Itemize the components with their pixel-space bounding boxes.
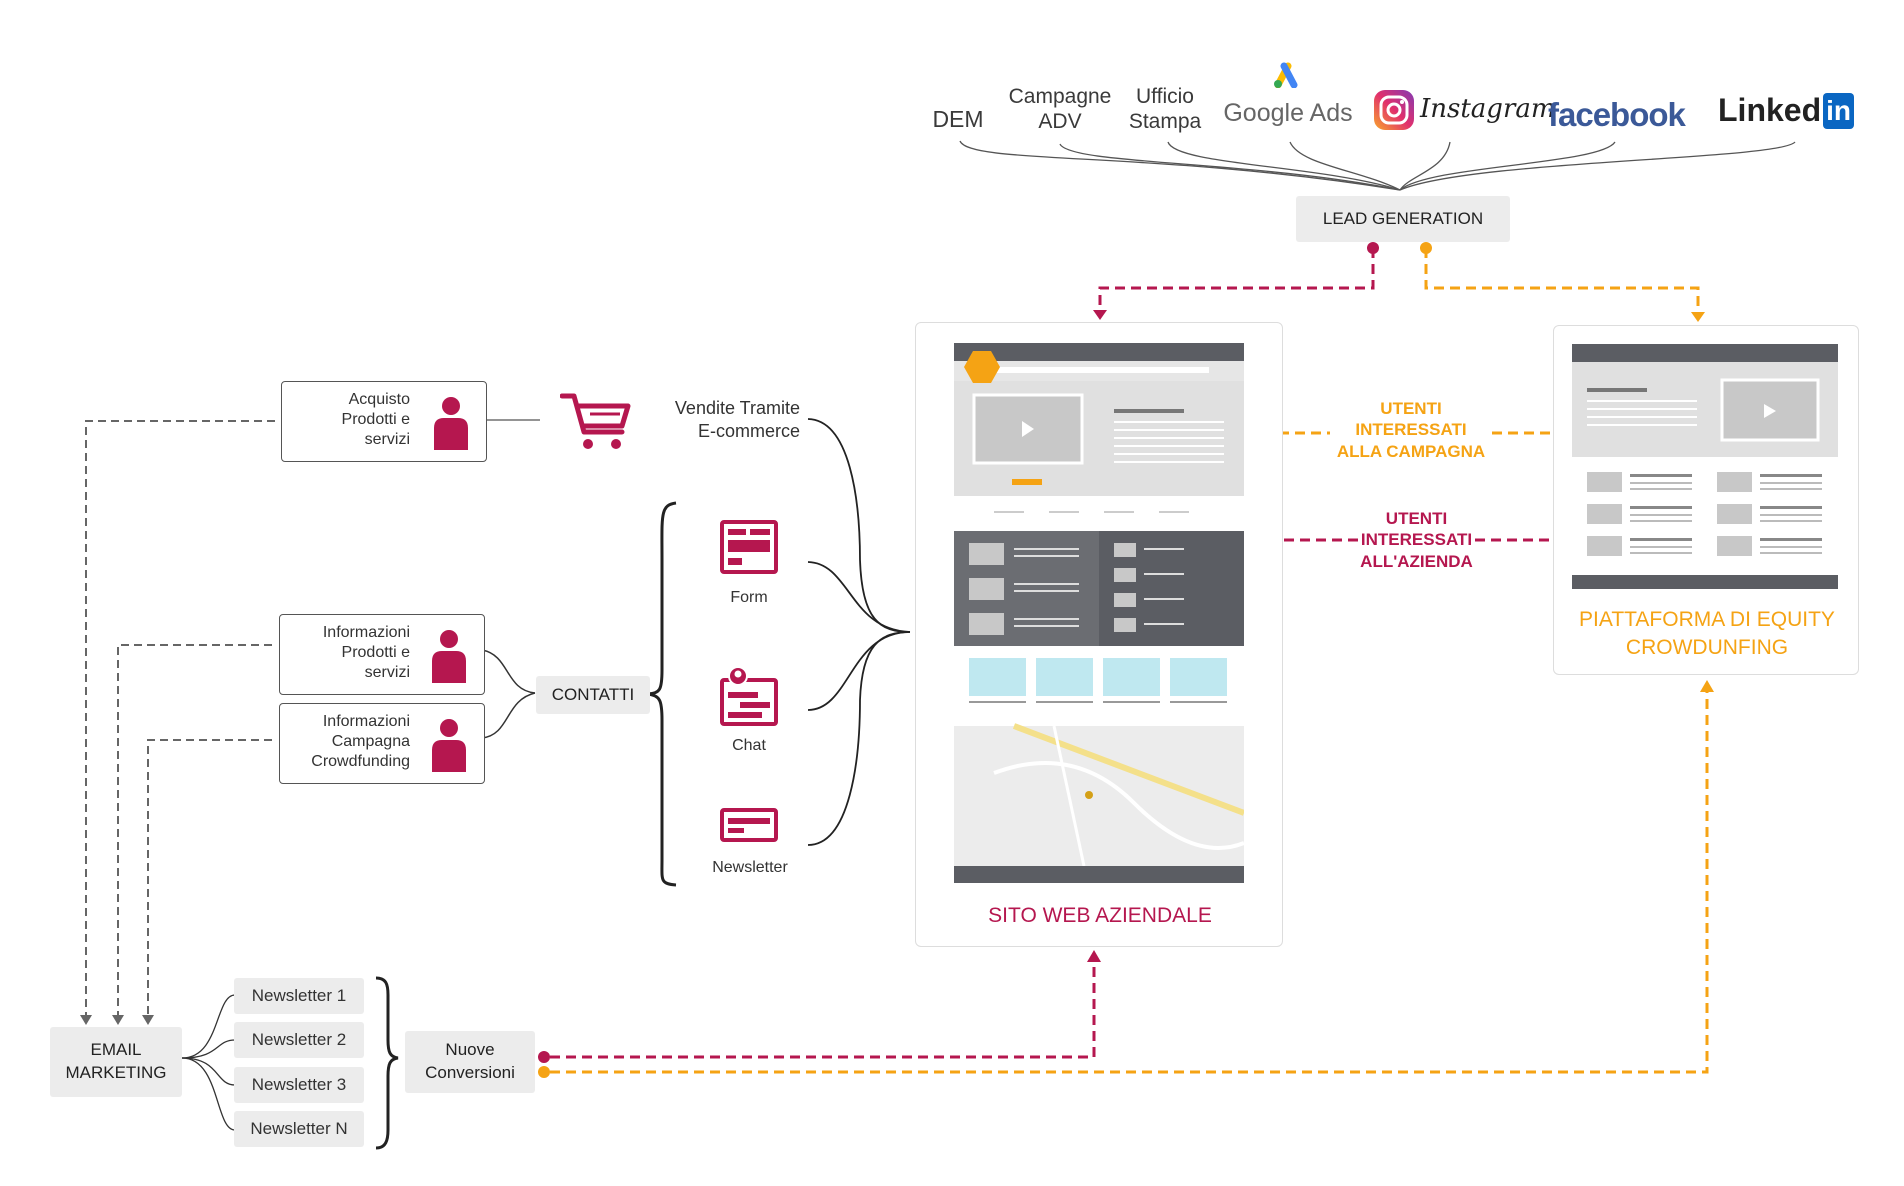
- nuove-conversioni-box: Nuove Conversioni: [405, 1031, 535, 1093]
- sito-web-panel: SITO WEB AZIENDALE: [915, 322, 1283, 947]
- campagne-line-1: Campagne: [1008, 85, 1112, 108]
- linkedin-in-icon: in: [1823, 92, 1855, 129]
- info-campagna-box: Informazioni Campagna Crowdfunding: [279, 703, 485, 784]
- person-icon: [434, 397, 468, 450]
- shopping-cart-icon: [560, 393, 631, 449]
- newsletter-item: Newsletter 1: [234, 978, 364, 1014]
- sito-web-mockup: [954, 343, 1244, 883]
- piattaforma-title-line-1: PIATTAFORMA DI EQUITY: [1579, 608, 1835, 631]
- nuove-conversioni-line-2: Conversioni: [425, 1063, 515, 1082]
- sito-logo-hexagon: [964, 351, 1000, 383]
- email-feed-arrows: [85, 420, 275, 1015]
- email-marketing-line-1: EMAIL: [90, 1040, 142, 1060]
- piattaforma-title: PIATTAFORMA DI EQUITY CROWDUNFING: [1554, 606, 1860, 663]
- newsletter-brace: [375, 976, 399, 1150]
- newsletter-item: Newsletter 3: [234, 1067, 364, 1103]
- source-facebook: facebook: [1548, 96, 1686, 133]
- info-campagna-label: Informazioni Campagna Crowdfunding: [270, 712, 410, 772]
- piattaforma-title-line-2: CROWDUNFING: [1625, 636, 1789, 660]
- newsletter-icon: [720, 808, 778, 842]
- piattaforma-panel: PIATTAFORMA DI EQUITY CROWDUNFING: [1553, 325, 1859, 675]
- acquisto-line-2: Prodotti e: [341, 411, 410, 428]
- utenti-campagna-line-2: INTERESSATI: [1355, 420, 1467, 440]
- contatti-brace: [647, 501, 677, 887]
- source-brace-lines: [959, 140, 1796, 191]
- newsletter-label: Newsletter: [712, 859, 788, 876]
- source-dem: DEM: [932, 106, 984, 132]
- form-icon: [720, 520, 778, 574]
- chat-icon: [720, 666, 778, 726]
- info-prodotti-label: Informazioni Prodotti e servizi: [270, 623, 410, 683]
- chat-label: Chat: [732, 737, 766, 754]
- conversioni-to-sito-arrow: [538, 950, 1101, 1063]
- utenti-campagna-line-3: ALLA CAMPAGNA: [1336, 441, 1486, 461]
- vendite-line-2: E-commerce: [697, 420, 800, 441]
- lead-generation-box: LEAD GENERATION: [1296, 196, 1510, 242]
- campagne-line-2: ADV: [1038, 110, 1082, 134]
- email-marketing-box: EMAIL MARKETING: [50, 1027, 182, 1097]
- source-ufficio-stampa: Ufficio Stampa: [1120, 84, 1210, 134]
- info-campagna-line-3: Crowdfunding: [311, 753, 410, 770]
- email-feed-arrowheads: [80, 1015, 154, 1025]
- lead-to-sito-arrow: [1093, 242, 1379, 320]
- vendite-line-1: Vendite Tramite: [674, 398, 800, 418]
- contatti-box: CONTATTI: [536, 676, 650, 714]
- vendite-label: Vendite Tramite E-commerce: [640, 397, 800, 442]
- source-campagne-adv: Campagne ADV: [1000, 84, 1120, 134]
- acquisto-line-1: Acquisto: [348, 391, 410, 408]
- sito-web-title: SITO WEB AZIENDALE: [988, 904, 1212, 927]
- email-marketing-line-2: MARKETING: [65, 1063, 167, 1082]
- email-to-newsletter-lines: [181, 994, 236, 1131]
- utenti-campagna-line-1: UTENTI: [1380, 399, 1442, 418]
- acquisto-line-3: servizi: [364, 431, 410, 448]
- info-prodotti-line-1: Informazioni: [322, 624, 410, 641]
- info-campagna-line-1: Informazioni: [322, 713, 410, 730]
- ufficio-line-1: Ufficio: [1136, 85, 1194, 108]
- instagram-icon: [1374, 90, 1414, 130]
- info-prodotti-line-2: Prodotti e: [341, 644, 410, 661]
- lead-to-piattaforma-arrow: [1420, 242, 1705, 322]
- person-icon: [432, 630, 466, 683]
- nuove-conversioni-line-1: Nuove: [445, 1040, 495, 1060]
- utenti-azienda-line-1: UTENTI: [1385, 509, 1448, 528]
- newsletter-item: Newsletter 2: [234, 1022, 364, 1058]
- acquisto-box: Acquisto Prodotti e servizi: [281, 381, 487, 462]
- source-instagram: Instagram: [1420, 94, 1556, 124]
- items-to-sito-curves: [807, 418, 911, 846]
- google-ads-icon: [1274, 62, 1298, 88]
- ufficio-line-2: Stampa: [1128, 110, 1202, 134]
- info-prodotti-box: Informazioni Prodotti e servizi: [279, 614, 485, 695]
- acquisto-label: Acquisto Prodotti e servizi: [280, 390, 410, 450]
- info-to-contatti-lines: [481, 649, 536, 739]
- info-prodotti-line-3: servizi: [364, 664, 410, 681]
- utenti-campagna-label: UTENTI INTERESSATI ALLA CAMPAGNA: [1330, 398, 1492, 462]
- person-icon: [432, 719, 466, 772]
- utenti-azienda-label: UTENTI INTERESSATI ALL'AZIENDA: [1358, 508, 1475, 572]
- utenti-azienda-line-2: INTERESSATI: [1360, 530, 1473, 550]
- form-label: Form: [730, 589, 768, 606]
- linkedin-text: Linked: [1718, 92, 1822, 128]
- piattaforma-mockup: [1572, 344, 1838, 589]
- info-campagna-line-2: Campagna: [331, 733, 410, 750]
- source-google-ads: Google Ads: [1223, 99, 1353, 127]
- newsletter-item: Newsletter N: [234, 1111, 364, 1147]
- source-linkedin: Linked in: [1718, 92, 1855, 129]
- conversioni-to-piattaforma-arrow: [538, 680, 1714, 1078]
- utenti-azienda-line-3: ALL'AZIENDA: [1360, 551, 1473, 571]
